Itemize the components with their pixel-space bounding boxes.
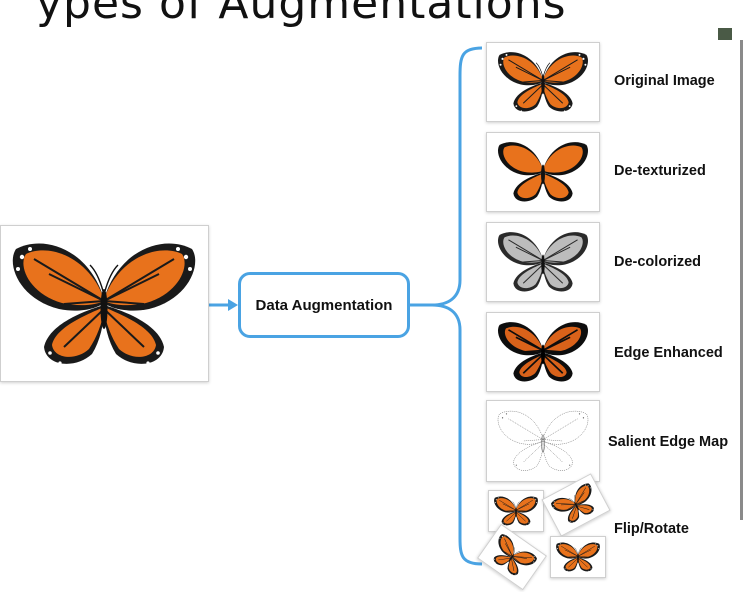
edge-enhanced-thumbnail [486,312,600,392]
output-label-de-colorized: De-colorized [614,254,702,270]
slide-title-fragment: ypes of Augmentations [36,0,567,29]
output-label-edge-enhanced: Edge Enhanced [614,345,723,361]
original-image-thumbnail [486,42,600,122]
de-texturized-thumbnail [486,132,600,212]
data-augmentation-node: Data Augmentation [238,272,410,338]
de-colorized-thumbnail [486,222,600,302]
source-butterfly-illustration [11,242,197,366]
rotate-thumbnail-3 [477,523,547,591]
output-label-salient-edge-map: Salient Edge Map [608,434,729,450]
data-augmentation-label: Data Augmentation [255,296,393,314]
output-label-flip-rotate: Flip/Rotate [614,521,689,537]
flip-thumbnail-1 [488,490,544,532]
output-brace [431,46,483,566]
source-to-process-arrowhead [228,299,238,311]
rotate-thumbnail-2 [541,473,611,537]
flip-thumbnail-4 [550,536,606,578]
salient-edge-map-thumbnail [486,400,600,482]
adjacent-slide-fragment [718,28,743,520]
source-image [0,225,209,382]
output-label-original-image: Original Image [614,73,715,89]
output-label-de-texturized: De-texturized [614,163,706,179]
